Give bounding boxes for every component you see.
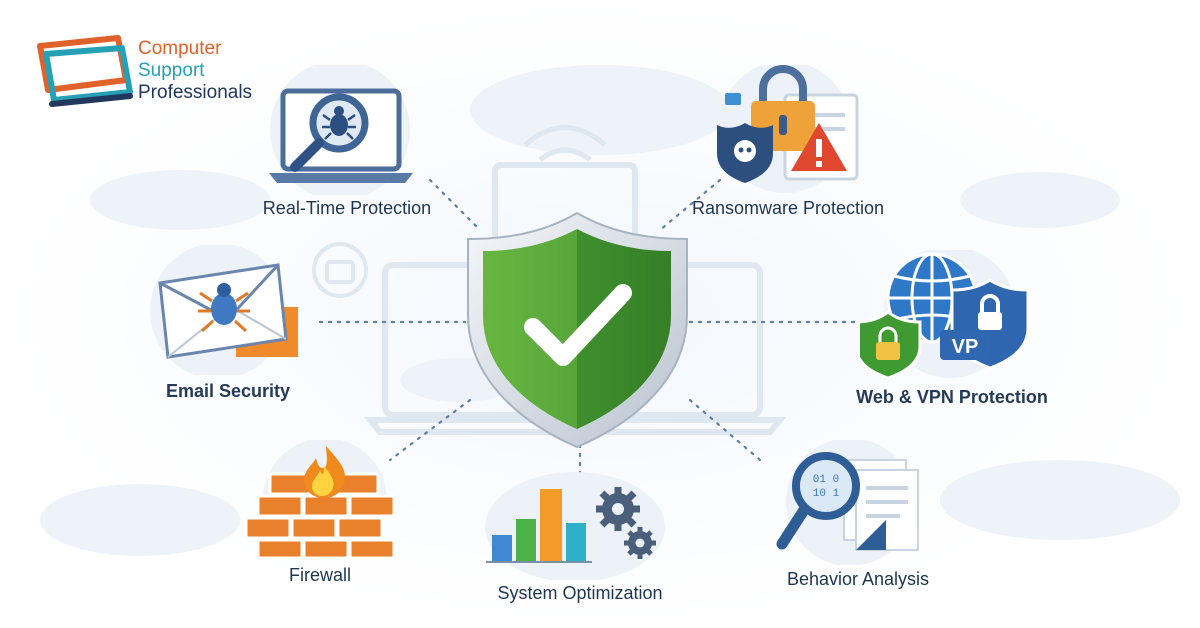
brand-line-3: Professionals: [138, 82, 253, 103]
svg-text:10 1: 10 1: [813, 488, 840, 500]
web-vpn-protection-node: VP: [860, 250, 1030, 380]
behavior-analysis-node: 01 0 10 1: [776, 440, 919, 565]
bug-icon: [198, 283, 250, 333]
system-optimization-node: [485, 472, 665, 580]
label-system-optimization: System Optimization: [497, 583, 663, 603]
label-behavior-analysis: Behavior Analysis: [786, 569, 930, 589]
shield-check-icon: [467, 211, 688, 449]
brand-logo: [30, 32, 290, 122]
gear-icon: [596, 487, 656, 559]
realtime-protection-node: [269, 65, 413, 195]
brand-name: Computer Support Professionals: [138, 38, 252, 104]
label-realtime-protection: Real-Time Protection: [262, 198, 432, 218]
label-firewall: Firewall: [288, 565, 352, 585]
firewall-node: [244, 440, 396, 560]
email-security-node: [150, 245, 298, 375]
fire-icon: [304, 446, 346, 498]
vpn-badge-text: VP: [952, 336, 979, 358]
monitor-logo-icon: [37, 35, 133, 107]
label-email-security: Email Security: [165, 381, 291, 401]
ransomware-protection-node: [717, 65, 859, 193]
bar-graph-icon: [486, 489, 592, 563]
bug-icon: [322, 106, 356, 140]
brand-line-1: Computer: [138, 38, 222, 59]
binary-icon: 01 0: [813, 474, 839, 486]
label-web-vpn-protection: Web & VPN Protection: [856, 387, 1048, 407]
brand-line-2: Support: [138, 60, 205, 81]
label-ransomware-protection: Ransomware Protection: [691, 198, 885, 218]
